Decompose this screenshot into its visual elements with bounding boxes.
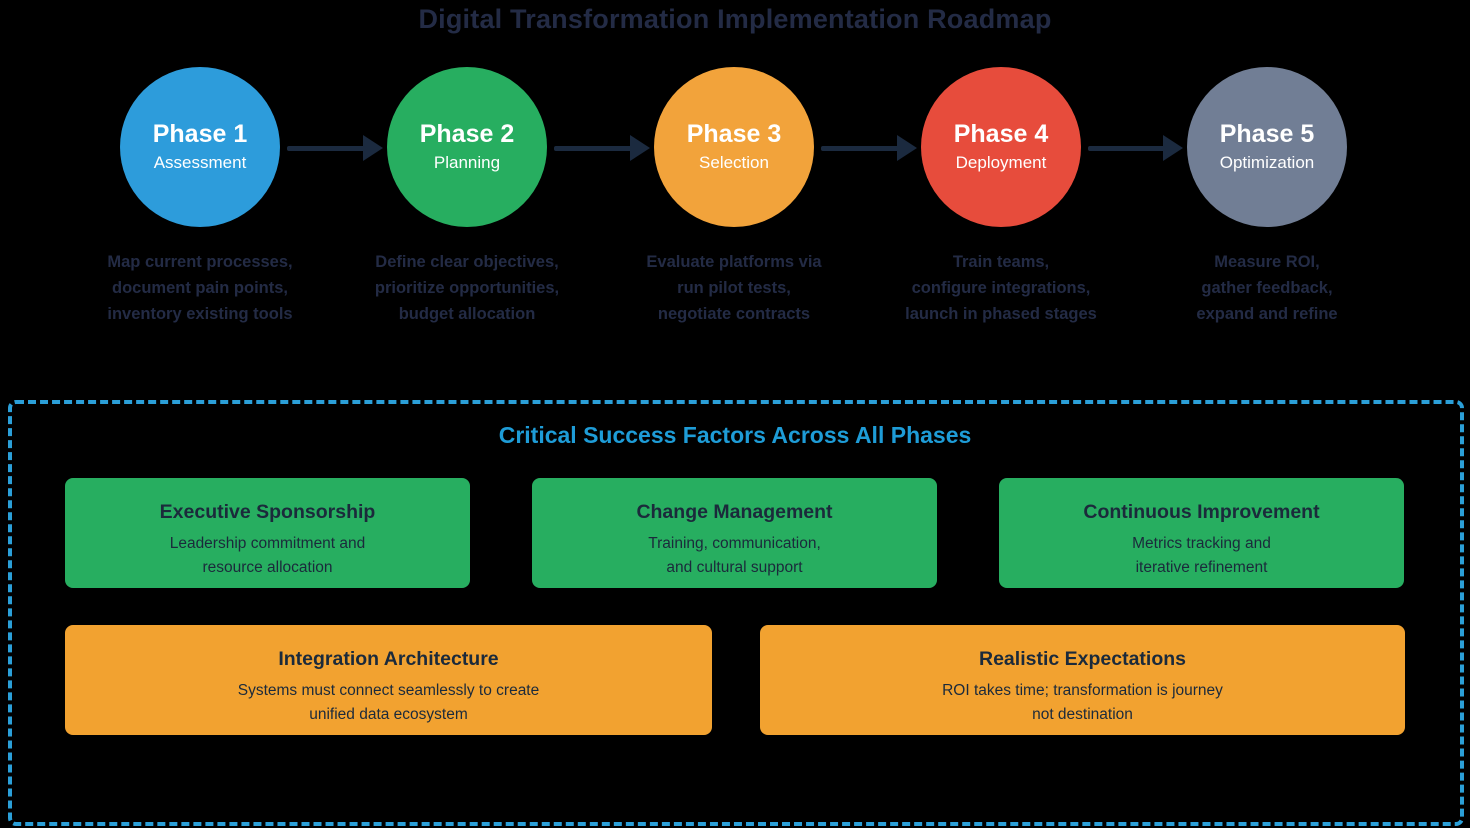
factor-line: resource allocation xyxy=(202,559,333,576)
phase-4-description: Train teams, configure integrations, lau… xyxy=(871,249,1131,327)
phase-5-label: Optimization xyxy=(1219,153,1315,172)
desc-line: Evaluate platforms via xyxy=(646,253,822,271)
factor-title: Executive Sponsorship xyxy=(159,501,376,523)
desc-line: configure integrations, xyxy=(911,279,1091,297)
desc-line: inventory existing tools xyxy=(107,305,293,323)
phase-5-name: Phase 5 xyxy=(1219,120,1315,148)
desc-line: Define clear objectives, xyxy=(375,253,559,271)
phase-2-circle: Phase 2 Planning xyxy=(387,67,547,227)
desc-line: Measure ROI, xyxy=(1214,253,1320,271)
desc-line: document pain points, xyxy=(112,279,288,297)
desc-line: launch in phased stages xyxy=(905,305,1097,323)
phase-5-description: Measure ROI, gather feedback, expand and… xyxy=(1137,249,1397,327)
factor-line: Systems must connect seamlessly to creat… xyxy=(237,682,540,699)
phase-4-label: Deployment xyxy=(955,153,1047,172)
phase-5-circle: Phase 5 Optimization xyxy=(1187,67,1347,227)
success-factors-panel xyxy=(8,400,1464,826)
phase-3-label: Selection xyxy=(699,153,769,172)
factor-line: Training, communication, xyxy=(648,535,821,552)
desc-line: Train teams, xyxy=(952,253,1050,271)
factor-line: not destination xyxy=(1032,706,1133,723)
phase-3-circle: Phase 3 Selection xyxy=(654,67,814,227)
factor-title: Realistic Expectations xyxy=(979,648,1186,670)
phase-1-description: Map current processes, document pain poi… xyxy=(70,249,330,327)
phase-1-name: Phase 1 xyxy=(152,120,248,148)
phase-1-circle: Phase 1 Assessment xyxy=(120,67,280,227)
factor-line: and cultural support xyxy=(666,559,803,576)
desc-line: expand and refine xyxy=(1196,305,1338,323)
factor-line: iterative refinement xyxy=(1135,559,1268,576)
phase-3-description: Evaluate platforms via run pilot tests, … xyxy=(604,249,864,327)
phase-2-description: Define clear objectives, prioritize oppo… xyxy=(337,249,597,327)
phase-2-label: Planning xyxy=(433,153,501,172)
phase-1-label: Assessment xyxy=(153,153,247,172)
factor-line: unified data ecosystem xyxy=(309,706,468,723)
desc-line: Map current processes, xyxy=(107,253,293,271)
factor-change-management: Change Management Training, communicatio… xyxy=(532,478,937,588)
phase-4-name: Phase 4 xyxy=(953,120,1049,148)
factor-line: Metrics tracking and xyxy=(1132,535,1271,552)
factor-title: Integration Architecture xyxy=(278,648,499,670)
factor-integration-architecture: Integration Architecture Systems must co… xyxy=(65,625,712,735)
desc-line: run pilot tests, xyxy=(677,279,791,297)
arrow-right-icon xyxy=(554,135,650,161)
phase-3-name: Phase 3 xyxy=(686,120,782,148)
factor-body: Systems must connect seamlessly to creat… xyxy=(238,679,540,727)
factor-realistic-expectations: Realistic Expectations ROI takes time; t… xyxy=(760,625,1405,735)
factor-title: Change Management xyxy=(636,501,833,523)
factor-body: Metrics tracking and iterative refinemen… xyxy=(1132,532,1271,580)
factor-title: Continuous Improvement xyxy=(1083,501,1320,523)
phase-4-circle: Phase 4 Deployment xyxy=(921,67,1081,227)
arrow-right-icon xyxy=(821,135,917,161)
arrow-right-icon xyxy=(1088,135,1183,161)
factor-executive-sponsorship: Executive Sponsorship Leadership commitm… xyxy=(65,478,470,588)
factor-body: Training, communication, and cultural su… xyxy=(648,532,821,580)
page-title: Digital Transformation Implementation Ro… xyxy=(418,4,1052,34)
success-section-title: Critical Success Factors Across All Phas… xyxy=(498,422,972,448)
desc-line: gather feedback, xyxy=(1201,279,1333,297)
factor-continuous-improvement: Continuous Improvement Metrics tracking … xyxy=(999,478,1404,588)
desc-line: negotiate contracts xyxy=(657,305,811,323)
factor-body: Leadership commitment and resource alloc… xyxy=(170,532,366,580)
desc-line: budget allocation xyxy=(398,305,536,323)
arrow-right-icon xyxy=(287,135,383,161)
factor-body: ROI takes time; transformation is journe… xyxy=(942,679,1223,727)
desc-line: prioritize opportunities, xyxy=(374,279,560,297)
phase-2-name: Phase 2 xyxy=(419,120,515,148)
factor-line: ROI takes time; transformation is journe… xyxy=(942,682,1223,699)
factor-line: Leadership commitment and xyxy=(169,535,366,552)
